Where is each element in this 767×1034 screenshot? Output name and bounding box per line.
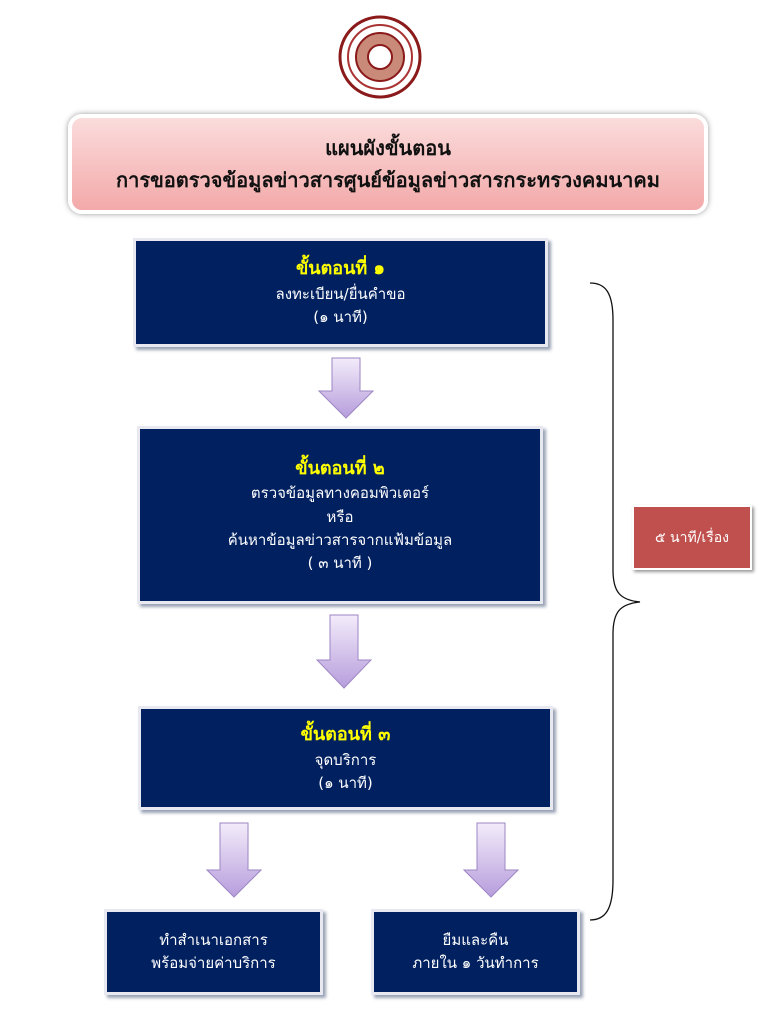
step-3-label: ขั้นตอนที่ ๓ [300, 723, 391, 745]
step-1-label: ขั้นตอนที่ ๑ [296, 258, 385, 280]
step-3-line: จุดบริการ [314, 750, 377, 769]
step-2-line: ( ๓ นาที ) [307, 554, 373, 573]
step-2-line: หรือ [326, 507, 354, 526]
step-2-box: ขั้นตอนที่ ๒ ตรวจข้อมูลทางคอมพิวเตอร์ หร… [137, 426, 543, 604]
step-2-line: ตรวจข้อมูลทางคอมพิวเตอร์ [250, 484, 430, 503]
step-2-label: ขั้นตอนที่ ๒ [295, 457, 385, 479]
step-1-line: (๑ นาที) [313, 308, 368, 327]
step-3-line: (๑ นาที) [318, 773, 373, 792]
right-brace [589, 282, 641, 921]
step-3-box: ขั้นตอนที่ ๓ จุดบริการ (๑ นาที) [138, 706, 553, 810]
page-title: แผนผังขั้นตอน การขอตรวจข้อมูลข่าวสารศูนย… [68, 114, 708, 214]
outcome-copy-box: ทำสำเนาเอกสาร พร้อมจ่ายค่าบริการ [104, 909, 323, 995]
title-line-2: การขอตรวจข้อมูลข่าวสารศูนย์ข้อมูลข่าวสาร… [116, 168, 660, 192]
step-1-box: ขั้นตอนที่ ๑ ลงทะเบียน/ยื่นคำขอ (๑ นาที) [133, 238, 548, 347]
step-2-line: ค้นหาข้อมูลข่าวสารจากแฟ้มข้อมูล [227, 530, 453, 549]
outcome-line: ทำสำเนาเอกสาร [159, 930, 268, 949]
outcome-line: ยืมและคืน [442, 930, 509, 949]
down-arrow-icon [206, 822, 262, 898]
title-line-1: แผนผังขั้นตอน [325, 136, 451, 160]
total-time-badge: ๕ นาที/เรื่อง [632, 505, 752, 570]
down-arrow-icon [316, 614, 372, 689]
outcome-line: พร้อมจ่ายค่าบริการ [151, 954, 276, 972]
step-1-line: ลงทะเบียน/ยื่นคำขอ [275, 285, 406, 304]
down-arrow-icon [318, 357, 374, 419]
outcome-line: ภายใน ๑ วันทำการ [412, 954, 539, 972]
ministry-seal-logo [338, 15, 422, 99]
outcome-borrow-box: ยืมและคืน ภายใน ๑ วันทำการ [371, 909, 580, 995]
down-arrow-icon [463, 822, 519, 898]
